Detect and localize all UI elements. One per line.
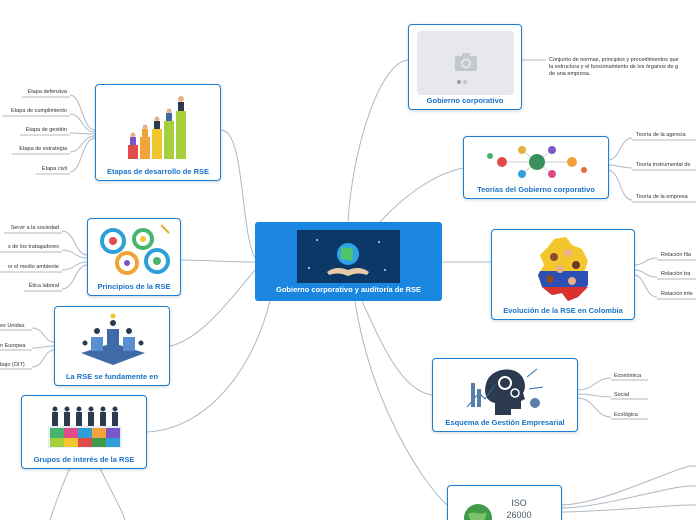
gears-icon [100,224,170,275]
topic-rse-fundamente[interactable]: La RSE se fundamente en [54,306,170,386]
leaf-teoria[interactable]: Teoría de la agencia [636,132,686,138]
topic-iso-26000[interactable]: ISO 26000 [447,485,562,520]
leaf-fundamento[interactable]: n Europea [0,343,26,349]
leaf-principio[interactable]: Servir a la sociedad [10,225,59,231]
central-topic-title: Gobierno corporativo y auditoría de RSE [275,285,422,294]
gobierno-description-line: la estructura y el funcionamiento de los… [549,64,679,70]
colombia-map-icon [538,237,588,301]
puzzle-people-icon [48,406,122,448]
leaf-teoria[interactable]: Teoría de la empresa [636,194,688,200]
leaf-etapa[interactable]: Etapa defensiva [27,89,67,95]
central-topic[interactable]: Gobierno corporativo y auditoría de RSE [255,222,442,301]
leaf-relacion[interactable]: Relación tra [661,271,691,277]
topic-gobierno-corporativo[interactable]: Gobierno corporativo [408,24,522,110]
topic-rse-fundamente-title: La RSE se fundamente en [65,372,159,381]
head-gears-icon [466,368,544,415]
team-blocks-icon [81,313,145,365]
leaf-dimension[interactable]: Ecológica [614,412,638,418]
stairs-people-icon [128,96,186,159]
topic-evolucion-rse-title: Evolución de la RSE en Colombia [503,306,623,315]
iso-badge-text: ISO [511,498,527,508]
topic-etapas-rse-title: Etapas de desarrollo de RSE [106,167,210,176]
topic-evolucion-rse[interactable]: Evolución de la RSE en Colombia [491,229,635,320]
gobierno-description-line: de una empresa. [549,71,591,77]
gobierno-description: Conjunto de normas, principios y procedi… [549,57,679,78]
gobierno-description-line: Conjunto de normas, principios y procedi… [549,57,679,63]
topic-etapas-rse[interactable]: Etapas de desarrollo de RSE [95,84,221,181]
network-icons [487,146,587,178]
iso-26000-icon: ISO 26000 [464,498,532,520]
iso-badge-number: 26000 [506,510,531,520]
leaf-principio[interactable]: or el medio ambiente [7,264,59,270]
leaf-principio[interactable]: s de los trabajadores [7,244,59,250]
leaf-etapa[interactable]: Etapa de cumplimiento [11,108,67,114]
leaf-etapa[interactable]: Etapa de estrategia [19,146,67,152]
globe-hands-icon [297,230,400,283]
leaf-relacion[interactable]: Relación inte [661,291,693,297]
leaf-dimension[interactable]: Económica [614,373,642,379]
topic-grupos-interes-title: Grupos de interés de la RSE [33,455,135,464]
leaf-principio[interactable]: Ética laboral [28,283,59,289]
topic-teorias-gobierno[interactable]: Teorías del Gobierno corporativo [463,136,609,199]
leaf-etapa[interactable]: Etapa civil [41,166,67,172]
topic-esquema-gestion-title: Esquema de Gestión Empresarial [445,418,565,427]
leaf-relacion[interactable]: Relación fila [661,252,691,258]
leaf-teoria[interactable]: Teoría instrumental de [636,162,691,168]
topic-esquema-gestion[interactable]: Esquema de Gestión Empresarial [432,358,578,432]
topic-grupos-interes[interactable]: Grupos de interés de la RSE [21,395,147,469]
topic-principios-rse[interactable]: Principios de la RSE [87,218,181,296]
leaf-fundamento[interactable]: es Unidas [0,323,25,329]
topic-gobierno-corporativo-title: Gobierno corporativo [426,96,504,105]
leaf-fundamento[interactable]: bajo (OIT) [0,362,25,368]
leaf-dimension[interactable]: Social [614,392,629,398]
camera-placeholder-icon [417,31,514,95]
topic-teorias-gobierno-title: Teorías del Gobierno corporativo [477,185,595,194]
leaf-etapa[interactable]: Etapa de gestión [25,127,67,133]
topic-principios-rse-title: Principios de la RSE [97,282,171,291]
